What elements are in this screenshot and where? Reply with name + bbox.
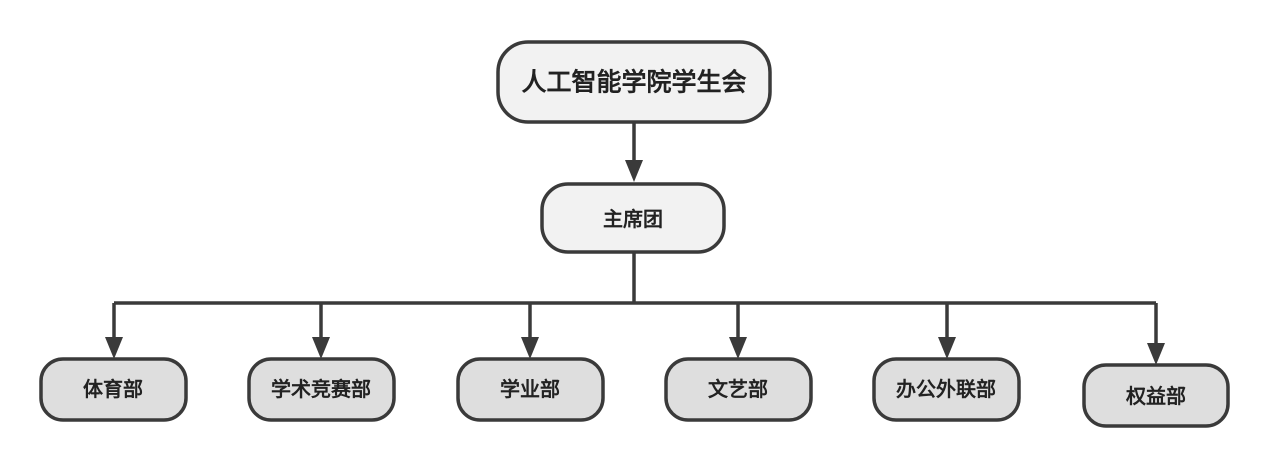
department-node-5[interactable]: 办公外联部 bbox=[872, 357, 1021, 422]
department-node-label: 权益部 bbox=[1125, 384, 1186, 408]
department-node-box bbox=[664, 357, 813, 422]
department-node-4[interactable]: 文艺部 bbox=[664, 357, 813, 422]
presidium-node-box bbox=[540, 182, 726, 254]
department-node-label: 学术竞赛部 bbox=[271, 377, 371, 401]
department-node-box bbox=[247, 357, 396, 422]
arrowhead-dept-3 bbox=[521, 337, 539, 359]
department-node-box bbox=[456, 357, 605, 422]
arrowhead-dept-6 bbox=[1147, 343, 1165, 365]
connectors bbox=[105, 123, 1165, 365]
arrowhead-dept-2 bbox=[312, 337, 330, 359]
department-node-box bbox=[39, 357, 188, 422]
department-node-6[interactable]: 权益部 bbox=[1082, 363, 1230, 428]
department-node-1[interactable]: 体育部 bbox=[39, 357, 188, 422]
department-node-2[interactable]: 学术竞赛部 bbox=[247, 357, 396, 422]
arrowhead-dept-1 bbox=[105, 337, 123, 359]
arrowhead-dept-5 bbox=[938, 337, 956, 359]
department-node-label: 学业部 bbox=[500, 377, 560, 401]
arrowhead-dept-4 bbox=[729, 337, 747, 359]
presidium-node-label: 主席团 bbox=[603, 207, 663, 231]
department-node-label: 办公外联部 bbox=[896, 377, 996, 401]
root-node[interactable]: 人工智能学院学生会 bbox=[496, 40, 772, 124]
department-node-label: 体育部 bbox=[83, 377, 143, 401]
root-to-presidium-arrowhead bbox=[625, 160, 643, 182]
department-node-box bbox=[1082, 363, 1230, 428]
department-node-3[interactable]: 学业部 bbox=[456, 357, 605, 422]
root-node-box bbox=[496, 40, 772, 124]
root-node-label: 人工智能学院学生会 bbox=[521, 68, 746, 97]
presidium-node[interactable]: 主席团 bbox=[540, 182, 726, 254]
department-node-box bbox=[872, 357, 1021, 422]
department-node-label: 文艺部 bbox=[708, 377, 768, 401]
